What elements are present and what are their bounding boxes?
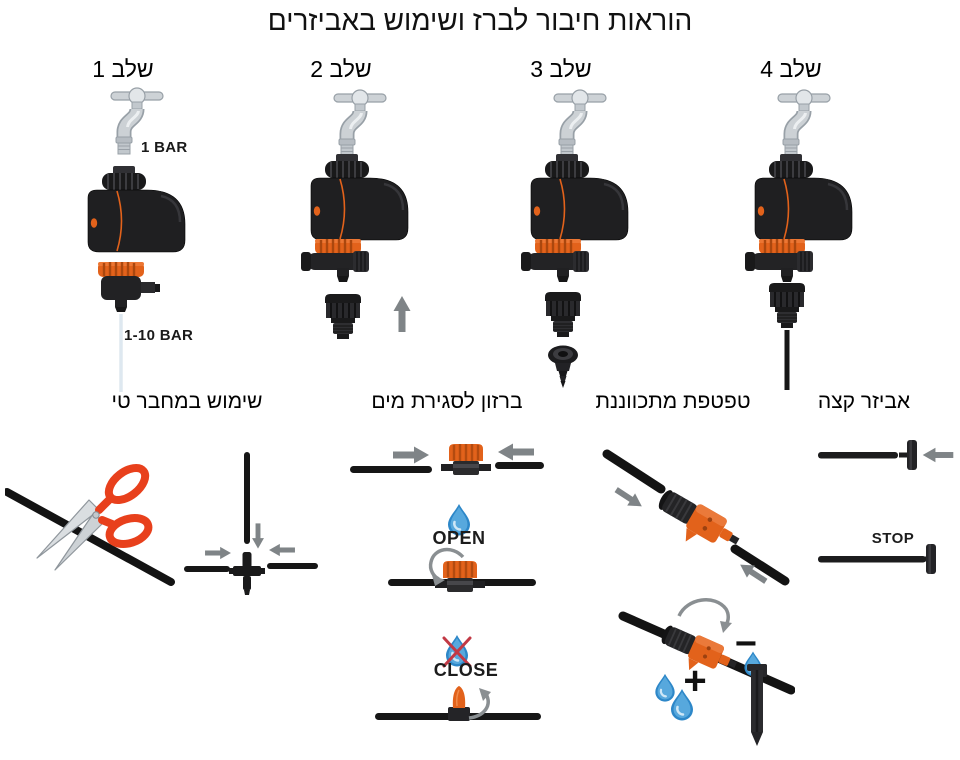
- arrow-insert-icon: [612, 483, 646, 513]
- section-valve-title: ברזון לסגירת מים: [371, 390, 523, 413]
- arrow-right-icon: [205, 546, 231, 560]
- step-4-illustration: [705, 86, 895, 390]
- timer-body-icon: [86, 188, 187, 254]
- more-water-sign: +: [683, 659, 707, 703]
- hose-connector-icon: [544, 291, 582, 338]
- shutoff-valve-icon: [439, 442, 493, 477]
- pressure-label-1bar: 1 BAR: [141, 139, 188, 156]
- shutoff-valve-icon: [433, 559, 487, 594]
- closed-valve-icon: [448, 686, 470, 721]
- tube-icon: [818, 556, 926, 563]
- step-1-label: שלב 1: [92, 56, 154, 82]
- rotate-arrow-icon: [468, 688, 491, 720]
- timer-on-faucet-icon: [521, 90, 628, 282]
- arrow-left-icon: [922, 447, 954, 463]
- arrow-left-icon: [269, 543, 295, 557]
- step-2-illustration: [265, 86, 411, 340]
- hose-connector-icon: [768, 282, 806, 329]
- barb-adapter-icon: [548, 345, 578, 388]
- end-plug-icon: [918, 544, 936, 574]
- close-label: CLOSE: [433, 660, 499, 680]
- arrow-right-icon: [393, 446, 429, 464]
- pressure-label-1-10bar: 1-10 BAR: [124, 327, 194, 344]
- stop-label: STOP: [871, 530, 915, 547]
- hose-connector-icon: [324, 293, 362, 340]
- end-plug-illustration: [818, 440, 954, 574]
- end-plug-icon: [899, 440, 917, 470]
- arrow-up-icon: [393, 296, 411, 332]
- rotate-arrow-icon: [428, 547, 465, 586]
- arrow-down-icon: [252, 523, 264, 549]
- tap-connector-icon: [101, 276, 160, 312]
- scissors-icon: [36, 463, 153, 571]
- timer-knob-icon: [101, 165, 147, 191]
- tee-connector-illustration: [184, 452, 318, 595]
- tube-icon: [730, 544, 790, 586]
- timer-on-faucet-icon: [745, 90, 852, 282]
- step-3-illustration: [485, 86, 675, 388]
- section-dripper-title: טפטפת מתכווננת: [595, 390, 751, 413]
- valve-section-illustration: [350, 442, 544, 721]
- dripper-icon: [647, 484, 746, 566]
- page-title: הוראות חיבור לברז ושימוש באביזרים: [267, 5, 693, 36]
- tube-icon: [267, 563, 318, 569]
- timer-on-faucet-icon: [301, 90, 408, 282]
- less-water-sign: −: [734, 623, 758, 665]
- step-1-illustration: [86, 86, 187, 392]
- section-tee-title: שימוש במחבר טי: [111, 390, 263, 413]
- rotate-arrow-icon: [677, 598, 732, 633]
- t-connector-icon: [229, 552, 265, 595]
- irrigation-tube-icon: [784, 330, 790, 390]
- open-label: OPEN: [432, 528, 486, 548]
- tube-icon: [495, 462, 544, 469]
- step-4-label: שלב 4: [760, 56, 822, 82]
- tube-icon: [602, 449, 666, 494]
- orange-nut-icon: [96, 260, 146, 279]
- tube-icon: [818, 452, 898, 459]
- tube-icon: [244, 452, 250, 544]
- arrow-left-icon: [498, 443, 534, 461]
- dripper-section-illustration: [602, 449, 795, 748]
- cut-tube-illustration: [5, 463, 175, 586]
- step-3-label: שלב 3: [530, 56, 592, 82]
- tube-icon: [184, 566, 230, 572]
- tube-icon: [350, 466, 432, 473]
- step-2-label: שלב 2: [310, 56, 372, 82]
- section-end-title: אביזר קצה: [817, 390, 911, 413]
